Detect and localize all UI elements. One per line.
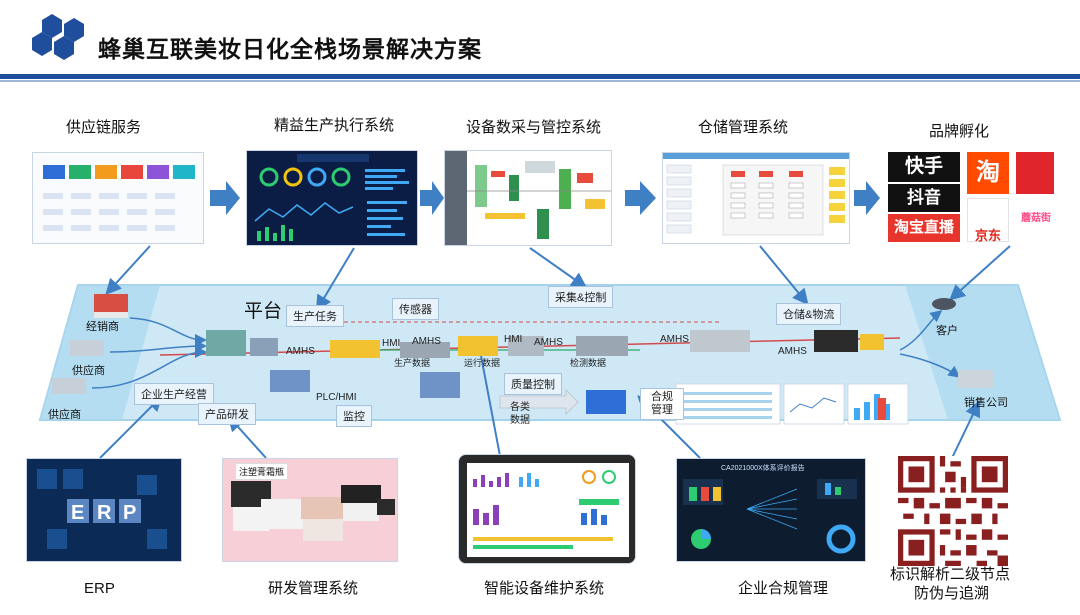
- text-amhs-4: AMHS: [660, 334, 689, 345]
- tag-product-rd: 产品研发: [198, 403, 256, 425]
- brand-taobao-live-label: 淘宝直播: [893, 219, 954, 236]
- svg-text:E: E: [71, 502, 84, 524]
- text-various: 各类: [510, 402, 530, 413]
- text-hmi-1: HMI: [382, 338, 401, 349]
- connector-maint-to-operation: [472, 336, 501, 457]
- rd-jars-caption: 注塑膏霜瓶: [235, 463, 289, 480]
- taobao-logo: 淘: [967, 152, 1009, 194]
- connector-supply-to-distributor: [105, 245, 151, 295]
- brand-mogujie-label: 蘑菇街: [1021, 213, 1051, 224]
- curve-sales: [899, 353, 961, 378]
- platform-title: 平台: [244, 301, 283, 322]
- header-rule-dark: [0, 74, 1080, 79]
- text-plc-hmi: PLC/HMI: [316, 392, 357, 403]
- node-distributor: 经销商: [86, 321, 119, 333]
- node-icons: [52, 294, 994, 394]
- connector-wms-to-warehouse: [759, 245, 809, 306]
- compliance-dashboard-caption: CA2021000X体系评价报告: [721, 465, 805, 472]
- brand-douyin-label: 抖音: [907, 188, 941, 207]
- svg-text:R: R: [97, 502, 112, 524]
- text-amhs-1: AMHS: [286, 346, 315, 357]
- tag-sensor: 传感器: [392, 298, 439, 320]
- mes-dashboard-screenshot: [246, 150, 418, 246]
- tag-monitor: 监控: [336, 405, 372, 427]
- brand-taobao-label: 淘: [976, 159, 1000, 186]
- taobao-live-logo: 淘宝直播: [888, 214, 960, 242]
- traceability-qr-code: [898, 456, 1008, 566]
- node-supplier-1: 供应商: [72, 365, 105, 377]
- douyin-logo: 抖音: [888, 184, 960, 212]
- page-title: 蜂巢互联美妆日化全栈场景解决方案: [98, 36, 482, 62]
- connector-qr-to-sales: [951, 400, 981, 459]
- tag-enterprise-ops: 企业生产经营: [134, 383, 214, 405]
- top-row-arrows: [210, 181, 880, 215]
- node-supplier-2: 供应商: [48, 409, 81, 421]
- honeycomb-logo-icon: [32, 14, 84, 60]
- header: 蜂巢互联美妆日化全栈场景解决方案: [0, 0, 1080, 82]
- curve-supplier-2: [91, 346, 207, 389]
- arrow-right-4: [854, 181, 880, 215]
- curve-customer: [899, 310, 943, 351]
- text-amhs-2: AMHS: [412, 336, 441, 347]
- text-production-data: 生产数据: [394, 358, 431, 368]
- data-arrow-shape: [499, 389, 579, 415]
- connector-equipment-to-collect: [529, 247, 588, 289]
- label-brand-incubation: 品牌孵化: [929, 123, 990, 140]
- rd-jars-image: 注塑膏霜瓶: [222, 458, 398, 562]
- connector-mes-to-task: [315, 247, 355, 312]
- tag-production-task: 生产任务: [286, 305, 344, 327]
- label-erp: ERP: [84, 580, 115, 597]
- curve-distributor: [129, 317, 207, 346]
- compliance-dashboard-image: CA2021000X体系评价报告: [676, 458, 866, 562]
- arrow-right-3: [625, 181, 656, 215]
- label-anti-counterfeit: 防伪与追溯: [914, 585, 990, 602]
- label-wms: 仓储管理系统: [698, 119, 789, 136]
- wms-screenshot: [662, 152, 850, 244]
- curve-supplier-1: [109, 340, 207, 353]
- text-hmi-2: HMI: [504, 334, 523, 345]
- header-rule-light: [0, 80, 1080, 82]
- text-operation-data: 运行数据: [464, 358, 501, 368]
- label-equipment-control: 设备数采与管控系统: [466, 119, 602, 136]
- connector-erp-to-ops: [99, 395, 163, 459]
- brand-kuaishou-label: 快手: [904, 156, 943, 177]
- compliance-panel: [675, 383, 909, 425]
- arrow-right-1: [210, 181, 240, 215]
- node-sales-company: 销售公司: [964, 397, 1008, 409]
- label-supply-chain: 供应链服务: [66, 119, 142, 136]
- label-maintenance-system: 智能设备维护系统: [484, 580, 605, 597]
- jd-logo: 京东: [967, 198, 1009, 243]
- mogujie-logo: 蘑菇街: [1012, 204, 1060, 234]
- label-rd-system: 研发管理系统: [268, 580, 359, 597]
- equipment-control-screenshot: [444, 150, 612, 246]
- platform-right-band: [905, 285, 1060, 420]
- label-identifier-node: 标识解析二级节点: [890, 566, 1011, 583]
- kuaishou-logo: 快手: [888, 152, 960, 182]
- tag-quality: 质量控制: [504, 373, 562, 395]
- tag-warehouse-logistics: 仓储&物流: [776, 303, 842, 325]
- connector-brand-to-customer: [949, 245, 1011, 301]
- pinduoduo-logo: [1016, 152, 1054, 194]
- arrow-right-2: [420, 181, 444, 215]
- brand-jd-label: 京东: [974, 228, 1001, 243]
- label-compliance: 企业合规管理: [738, 580, 829, 597]
- text-amhs-5: AMHS: [778, 346, 807, 357]
- text-amhs-3: AMHS: [534, 337, 563, 348]
- tag-collect-control: 采集&控制: [548, 286, 614, 308]
- label-mes: 精益生产执行系统: [274, 117, 395, 134]
- node-customer: 客户: [936, 325, 958, 337]
- text-data: 数据: [510, 415, 530, 426]
- svg-text:P: P: [123, 502, 136, 524]
- production-equipment: [206, 330, 884, 414]
- tag-compliance: 合规管理: [640, 388, 684, 420]
- text-inspection-data: 检测数据: [570, 358, 607, 368]
- supply-chain-screenshot: [32, 152, 204, 244]
- maintenance-tablet-image: [458, 454, 636, 564]
